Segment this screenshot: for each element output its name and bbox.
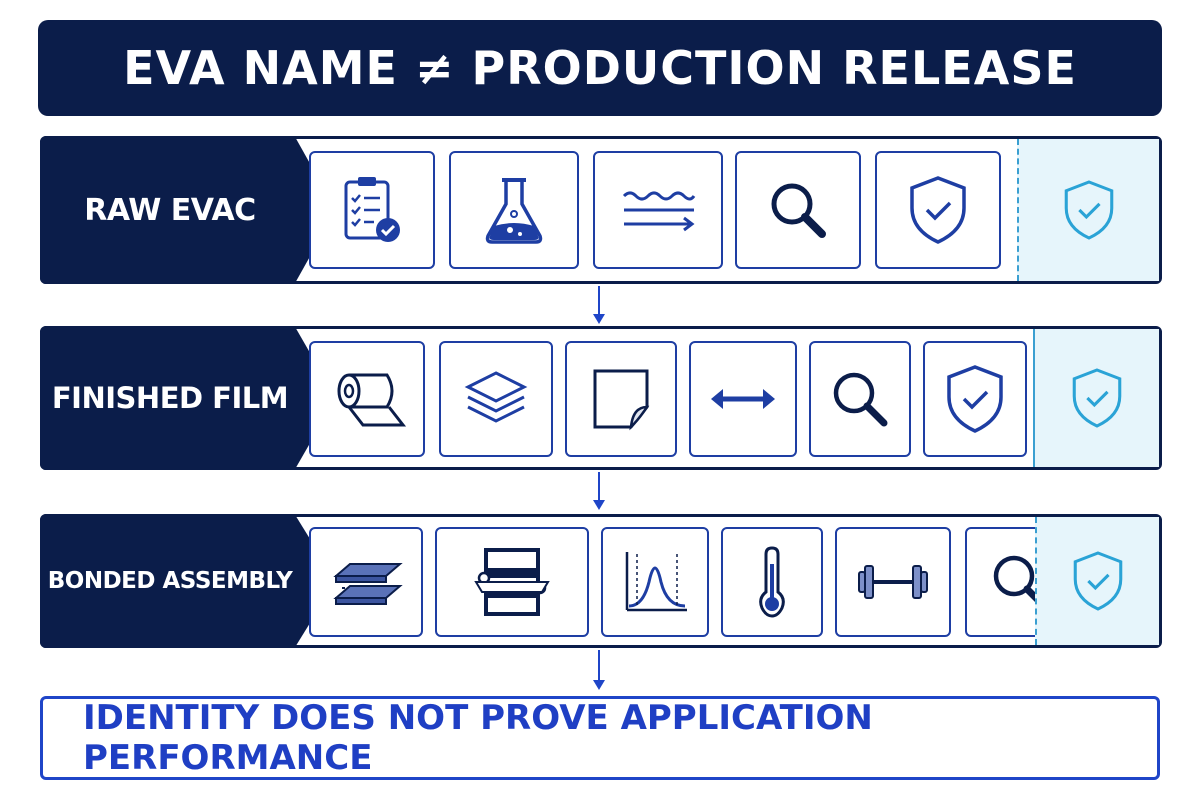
- release-shield-icon: [1064, 180, 1114, 240]
- thermometer-icon: [759, 546, 785, 618]
- release-zone: [1035, 517, 1159, 645]
- laminate-layers-tile: [309, 527, 423, 637]
- double-arrow-tile: [689, 341, 797, 457]
- dumbbell-icon: [858, 565, 928, 599]
- stage-label-box: FINISHED FILM: [40, 326, 336, 470]
- magnifier-tile: [735, 151, 861, 269]
- layers-tile: [439, 341, 553, 457]
- shield-check-tile: [923, 341, 1027, 457]
- release-zone: [1033, 329, 1159, 467]
- stage-row-bonded-assembly: BONDED ASSEMBLY: [40, 514, 1162, 648]
- bell-curve-tile: [601, 527, 709, 637]
- release-zone: [1017, 139, 1159, 281]
- roller-press-icon: [474, 548, 550, 616]
- shield-check-icon: [910, 176, 966, 244]
- magnifier-tile: [809, 341, 911, 457]
- release-shield-icon: [1073, 551, 1123, 611]
- stage-label-box: BONDED ASSEMBLY: [40, 514, 336, 648]
- stage-row-raw-evac: RAW EVAC: [40, 136, 1162, 284]
- magnifier-icon: [833, 372, 888, 427]
- release-shield-icon: [1072, 368, 1122, 428]
- down-arrow-icon: [593, 472, 605, 510]
- double-arrow-icon: [711, 389, 775, 409]
- shield-check-tile: [875, 151, 1001, 269]
- roller-press-tile: [435, 527, 589, 637]
- magnifier-icon: [771, 183, 826, 238]
- peel-sheet-tile: [565, 341, 677, 457]
- page-title: EVA NAME ≠ PRODUCTION RELEASE: [123, 41, 1077, 95]
- stage-row-finished-film: FINISHED FILM: [40, 326, 1162, 470]
- stage-label: RAW EVAC: [84, 192, 256, 228]
- clipboard-check-tile: [309, 151, 435, 269]
- stage-label-box: RAW EVAC: [40, 136, 336, 284]
- flow-lines-tile: [593, 151, 723, 269]
- clipboard-check-icon: [344, 177, 400, 242]
- flask-icon: [485, 178, 543, 244]
- shield-check-icon: [947, 365, 1003, 433]
- dumbbell-tile: [835, 527, 951, 637]
- film-roll-icon: [337, 373, 407, 427]
- laminate-layers-icon: [333, 563, 403, 605]
- layers-icon: [464, 371, 528, 423]
- down-arrow-icon: [593, 286, 605, 324]
- flow-lines-icon: [622, 191, 696, 232]
- conclusion-text: IDENTITY DOES NOT PROVE APPLICATION PERF…: [83, 698, 873, 778]
- title-banner: EVA NAME ≠ PRODUCTION RELEASE: [38, 20, 1162, 116]
- stage-label: FINISHED FILM: [51, 381, 289, 415]
- stage-label: BONDED ASSEMBLY: [47, 568, 293, 594]
- peel-sheet-icon: [593, 369, 650, 431]
- bell-curve-icon: [625, 552, 687, 612]
- film-roll-tile: [309, 341, 425, 457]
- down-arrow-icon: [593, 650, 605, 690]
- thermometer-tile: [721, 527, 823, 637]
- flask-tile: [449, 151, 579, 269]
- conclusion-banner: IDENTITY DOES NOT PROVE APPLICATION PERF…: [40, 696, 1160, 780]
